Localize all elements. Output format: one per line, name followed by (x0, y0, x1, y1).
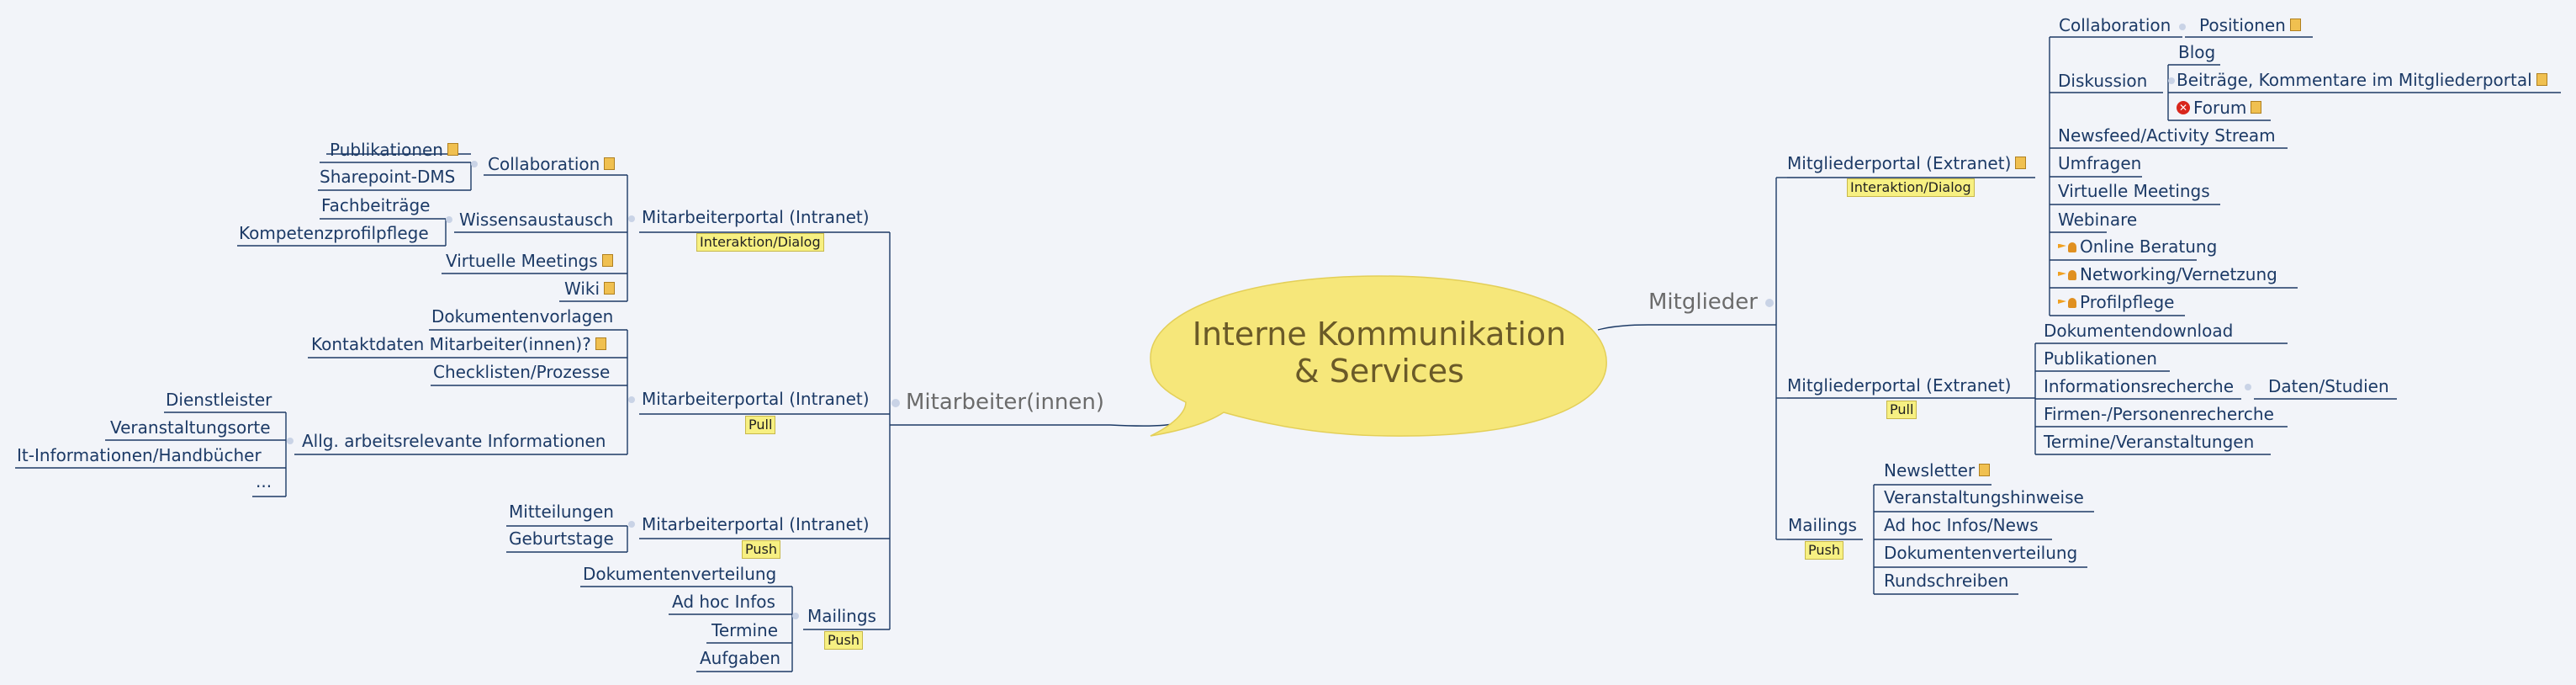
flag-person-icon (2058, 236, 2076, 257)
node-termine[interactable]: Termine (711, 620, 779, 640)
node-informationsrecherche[interactable]: Informationsrecherche (2044, 376, 2235, 396)
node-more[interactable]: ... (256, 471, 272, 491)
node-mitteilungen[interactable]: Mitteilungen (509, 502, 614, 522)
node-label: Collaboration (488, 154, 600, 174)
node-extranet-dialog[interactable]: Mitgliederportal (Extranet) (1787, 153, 2027, 173)
node-sharepoint[interactable]: Sharepoint-DMS (320, 167, 456, 187)
node-networking[interactable]: Networking/Vernetzung (2058, 264, 2277, 286)
node-label: Profilpflege (2080, 292, 2175, 312)
node-umfragen[interactable]: Umfragen (2058, 153, 2142, 173)
node-adhoc-infos[interactable]: Ad hoc Infos (672, 592, 775, 612)
node-dokumentenvorlagen[interactable]: Dokumentenvorlagen (431, 306, 614, 327)
node-virtuelle-meetings[interactable]: Virtuelle Meetings (2058, 181, 2210, 201)
node-fachbeitraege[interactable]: Fachbeiträge (321, 195, 431, 215)
node-collaboration[interactable]: Collaboration (488, 154, 616, 174)
flag-person-icon (2058, 292, 2076, 312)
central-topic-line2: & Services (1294, 353, 1464, 390)
central-topic-line1: Interne Kommunikation (1192, 316, 1567, 353)
node-checklisten[interactable]: Checklisten/Prozesse (433, 362, 611, 382)
tag-push: Push (824, 631, 863, 650)
node-profilpflege[interactable]: Profilpflege (2058, 292, 2174, 314)
branch-mitglieder[interactable]: Mitglieder (1648, 289, 1758, 315)
node-webinare[interactable]: Webinare (2058, 210, 2138, 230)
node-newsletter[interactable]: Newsletter (1884, 460, 1991, 481)
tag-pull: Pull (745, 416, 776, 434)
tag-interaktion-dialog: Interaktion/Dialog (696, 233, 824, 252)
node-intranet-push[interactable]: Mitarbeiterportal (Intranet) (642, 514, 870, 534)
node-intranet-pull[interactable]: Mitarbeiterportal (Intranet) (642, 389, 870, 409)
node-collaboration[interactable]: Collaboration (2059, 15, 2171, 35)
tag-interaktion-dialog: Interaktion/Dialog (1847, 178, 1975, 197)
node-wiki[interactable]: Wiki (564, 279, 616, 299)
node-allg-informationen[interactable]: Allg. arbeitsrelevante Informationen (302, 431, 606, 451)
node-beitraege[interactable]: Beiträge, Kommentare im Mitgliederportal (2177, 70, 2547, 90)
node-label: Virtuelle Meetings (446, 251, 598, 271)
node-blog[interactable]: Blog (2178, 42, 2216, 62)
node-label: Publikationen (330, 140, 443, 160)
node-label: Kontaktdaten Mitarbeiter(innen)? (311, 334, 591, 354)
node-adhoc-infos-news[interactable]: Ad hoc Infos/News (1884, 515, 2039, 535)
node-kompetenzprofil[interactable]: Kompetenzprofilpflege (239, 223, 429, 243)
node-rundschreiben[interactable]: Rundschreiben (1884, 571, 2009, 591)
node-label: Mitarbeiterportal (Intranet) (642, 389, 870, 409)
node-veranstaltungsorte[interactable]: Veranstaltungsorte (110, 417, 271, 438)
tag-push: Push (1805, 541, 1843, 560)
node-dokumentenverteilung[interactable]: Dokumentenverteilung (583, 564, 777, 584)
note-icon (604, 282, 616, 295)
node-forum[interactable]: ✕Forum (2177, 98, 2262, 118)
tag-push: Push (742, 540, 780, 559)
node-label: Positionen (2199, 15, 2286, 35)
note-icon (601, 254, 613, 267)
note-icon (595, 337, 606, 350)
node-veranstaltungshinweise[interactable]: Veranstaltungshinweise (1884, 487, 2084, 507)
node-publikationen[interactable]: Publikationen (330, 140, 458, 160)
node-diskussion[interactable]: Diskussion (2058, 71, 2148, 91)
node-dienstleister[interactable]: Dienstleister (166, 390, 272, 410)
node-label: Online Beratung (2080, 236, 2218, 257)
node-dokumentendownload[interactable]: Dokumentendownload (2044, 321, 2234, 341)
flag-person-icon (2058, 264, 2076, 284)
node-label: Networking/Vernetzung (2080, 264, 2277, 284)
branch-mitarbeiter[interactable]: Mitarbeiter(innen) (906, 390, 1105, 415)
node-firmen-recherche[interactable]: Firmen-/Personenrecherche (2044, 404, 2274, 424)
node-dokumentenverteilung[interactable]: Dokumentenverteilung (1884, 543, 2078, 563)
node-virtuelle-meetings[interactable]: Virtuelle Meetings (446, 251, 613, 271)
central-bubble (1150, 275, 1607, 437)
node-newsfeed[interactable]: Newsfeed/Activity Stream (2058, 125, 2276, 146)
note-icon (2015, 157, 2027, 169)
node-daten-studien[interactable]: Daten/Studien (2268, 376, 2389, 396)
node-online-beratung[interactable]: Online Beratung (2058, 236, 2217, 258)
node-mailings-right[interactable]: Mailings (1788, 515, 1857, 535)
node-kontaktdaten[interactable]: Kontaktdaten Mitarbeiter(innen)? (311, 334, 606, 354)
node-label: Mitarbeiterportal (Intranet) (642, 207, 870, 227)
node-publikationen[interactable]: Publikationen (2044, 348, 2157, 369)
error-icon: ✕ (2177, 100, 2190, 114)
node-label: Newsletter (1884, 460, 1976, 481)
node-intranet-dialog[interactable]: Mitarbeiterportal (Intranet) (642, 207, 870, 227)
node-mailings-left[interactable]: Mailings (807, 606, 876, 626)
note-icon (1979, 464, 1991, 476)
node-label: Forum (2193, 98, 2247, 118)
node-label: Mitarbeiterportal (Intranet) (642, 514, 870, 534)
note-icon (2289, 19, 2301, 31)
node-aufgaben[interactable]: Aufgaben (700, 648, 781, 668)
note-icon (2536, 73, 2547, 86)
node-positionen[interactable]: Positionen (2199, 15, 2301, 35)
note-icon (447, 143, 458, 156)
node-label: Mitgliederportal (Extranet) (1787, 153, 2012, 173)
node-wissensaustausch[interactable]: Wissensaustausch (459, 210, 614, 230)
central-topic: Interne Kommunikation & Services (1152, 316, 1606, 390)
node-it-informationen[interactable]: It-Informationen/Handbücher (17, 445, 262, 465)
node-termine-veranstaltungen[interactable]: Termine/Veranstaltungen (2044, 432, 2255, 452)
node-label: Wiki (564, 279, 600, 299)
note-icon (604, 157, 616, 170)
node-extranet-pull[interactable]: Mitgliederportal (Extranet) (1787, 375, 2012, 396)
note-icon (2251, 101, 2262, 114)
node-label: Beiträge, Kommentare im Mitgliederportal (2177, 70, 2532, 90)
tag-pull: Pull (1886, 401, 1917, 419)
node-geburtstage[interactable]: Geburtstage (509, 528, 614, 549)
